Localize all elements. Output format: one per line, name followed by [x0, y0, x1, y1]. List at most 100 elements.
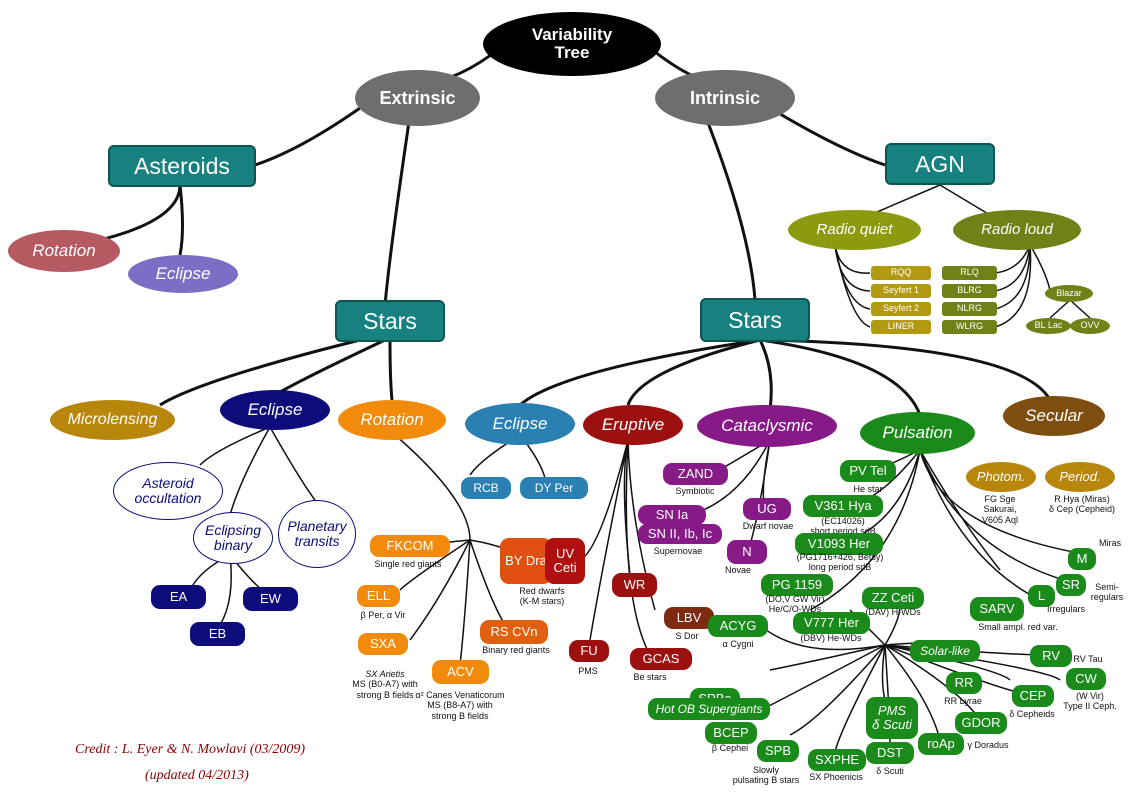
pms-line2: δ Scuti — [872, 717, 912, 732]
radio-quiet-node: Radio quiet — [788, 210, 921, 250]
v1093-caption-line1: (PG1716+426, Betsy) — [796, 552, 884, 562]
period-node: Period. — [1045, 462, 1115, 492]
pvtel-node: PV Tel — [840, 460, 896, 482]
ug-caption: Dwarf novae — [742, 521, 794, 531]
zzceti-caption: (DAV) H-WDs — [865, 607, 921, 617]
planetary-transits-line1: Planetary — [287, 518, 347, 535]
wr-node: WR — [612, 573, 657, 597]
period-caption-line2: δ Cep (Cepheid) — [1048, 504, 1116, 515]
nlrg-node: NLRG — [942, 302, 997, 316]
uvceti-line2: Ceti — [553, 560, 577, 575]
root-title-line2: Tree — [554, 43, 590, 62]
reddwarf-caption-line1: Red dwarfs — [519, 586, 565, 596]
gdor-caption: γ Doradus — [967, 740, 1009, 750]
bcep-node: BCEP — [705, 722, 757, 744]
pulsation-node: Pulsation — [860, 412, 975, 454]
sxa-caption-line2: MS (B0-A7) with — [352, 679, 418, 690]
spb-caption: Slowly pulsating B stars — [733, 765, 800, 786]
intrinsic-node: Intrinsic — [655, 70, 795, 126]
novae-node: N — [727, 540, 767, 564]
dyper-node: DY Per — [520, 477, 588, 499]
sxa-caption-line1: SX Arietis — [365, 669, 405, 679]
v361-caption-line1: (EC14026) — [821, 516, 865, 526]
sxphe-node: SXPHE — [808, 749, 866, 771]
planetary-transits-node: Planetary transits — [278, 500, 356, 568]
snii-node: SN II, Ib, Ic — [638, 524, 722, 544]
acv-caption-line1: α² Canes Venaticorum — [415, 690, 505, 700]
blazar-node: Blazar — [1045, 285, 1093, 302]
asteroid-rotation-node: Rotation — [8, 230, 120, 272]
rv-node: RV — [1030, 645, 1072, 667]
planetary-transits-line2: transits — [294, 533, 340, 549]
agn-node: AGN — [885, 143, 995, 185]
solar-like-node: Solar-like — [910, 640, 980, 662]
ew-node: EW — [243, 587, 298, 611]
eclipsing-binary-line1: Eclipsing — [204, 522, 262, 539]
acv-caption-line2: MS (B8-A7) with — [427, 700, 493, 711]
pg1159-caption-line2: He/C/O-WDs — [768, 604, 822, 615]
cw-node: CW — [1066, 668, 1106, 690]
cw-caption-line1: (W Vir) — [1076, 691, 1104, 701]
asteroid-occultation-line1: Asteroid — [142, 475, 194, 492]
spb-caption-line2: pulsating B stars — [732, 775, 800, 786]
period-caption-line1: R Hya (Miras) — [1054, 494, 1110, 504]
ell-caption: β Per, α Vir — [360, 610, 406, 620]
v1093-caption-line2: long period sdB — [808, 562, 872, 573]
photom-node: Photom. — [966, 462, 1036, 492]
sxa-node: SXA — [358, 633, 408, 655]
acv-caption: α² Canes Venaticorum MS (B8-A7) with str… — [415, 690, 504, 721]
uvceti-node: UV Ceti — [545, 538, 585, 584]
photom-caption-line2: Sakurai, — [983, 504, 1017, 515]
zand-node: ZAND — [663, 463, 728, 485]
gcas-node: GCAS — [630, 648, 692, 670]
zzceti-node: ZZ Ceti — [862, 587, 924, 609]
acyg-node: ACYG — [708, 615, 768, 637]
pg1159-caption-line1: (DO,V GW Vir) — [765, 594, 825, 604]
pg1159-caption: (DO,V GW Vir) He/C/O-WDs — [765, 594, 824, 615]
rlq-node: RLQ — [942, 266, 997, 280]
m-caption: Miras — [1099, 538, 1121, 548]
snia-node: SN Ia — [638, 505, 706, 525]
v361-caption: (EC14026) short period sdB — [810, 516, 876, 537]
extrinsic-node: Extrinsic — [355, 70, 480, 126]
sarv-caption: Small ampl. red var. — [978, 622, 1058, 632]
v1093-node: V1093 Her — [795, 533, 883, 555]
asteroid-occultation-node: Asteroid occultation — [113, 462, 223, 520]
photom-caption: FG Sge Sakurai, V605 Aql — [982, 494, 1018, 525]
fkcom-node: FKCOM — [370, 535, 450, 557]
ovv-node: OVV — [1070, 318, 1110, 334]
secular-node: Secular — [1003, 396, 1105, 436]
spb-caption-line1: Slowly — [752, 765, 780, 775]
dst-node: DST — [866, 742, 914, 764]
cw-caption: (W Vir) Type II Ceph. — [1063, 691, 1117, 712]
v361-caption-line2: short period sdB — [810, 526, 876, 537]
credit-line: Credit : L. Eyer & N. Mowlavi (03/2009) — [75, 742, 306, 757]
hotob-node: Hot OB Supergiants — [648, 698, 770, 720]
photom-caption-line3: V605 Aql — [981, 514, 1019, 525]
sxphe-caption: SX Phoenicis — [809, 772, 863, 782]
ug-node: UG — [743, 498, 791, 520]
microlensing-node: Microlensing — [50, 400, 175, 440]
rcb-node: RCB — [461, 477, 511, 499]
asteroid-eclipse-node: Eclipse — [128, 255, 238, 293]
sr-caption-line1: Semi- — [1095, 582, 1119, 592]
eruptive-node: Eruptive — [583, 405, 683, 445]
sr-node: SR — [1056, 574, 1086, 596]
acv-node: ACV — [432, 660, 489, 684]
v1093-caption: (PG1716+426, Betsy) long period sdB — [797, 552, 884, 573]
pvtel-caption: He star — [853, 484, 883, 494]
dst-caption: δ Scuti — [876, 766, 904, 776]
eclipsing-binary-line2: binary — [213, 537, 253, 553]
rscvn-node: RS CVn — [480, 620, 548, 644]
v777-node: V777 Her — [793, 612, 870, 634]
fkcom-caption: Single red giants — [374, 559, 442, 569]
eb-node: EB — [190, 622, 245, 646]
sxa-caption: SX Arietis MS (B0-A7) with strong B fiel… — [352, 669, 418, 700]
period-caption: R Hya (Miras) δ Cep (Cepheid) — [1049, 494, 1115, 515]
sarv-node: SARV — [970, 597, 1024, 621]
asteroid-occultation-line2: occultation — [134, 490, 202, 506]
acv-caption-line3: strong B fields — [431, 710, 489, 721]
m-node: M — [1068, 548, 1096, 570]
cep-node: CEP — [1012, 685, 1054, 707]
bcep-caption: β Cephei — [711, 743, 749, 753]
